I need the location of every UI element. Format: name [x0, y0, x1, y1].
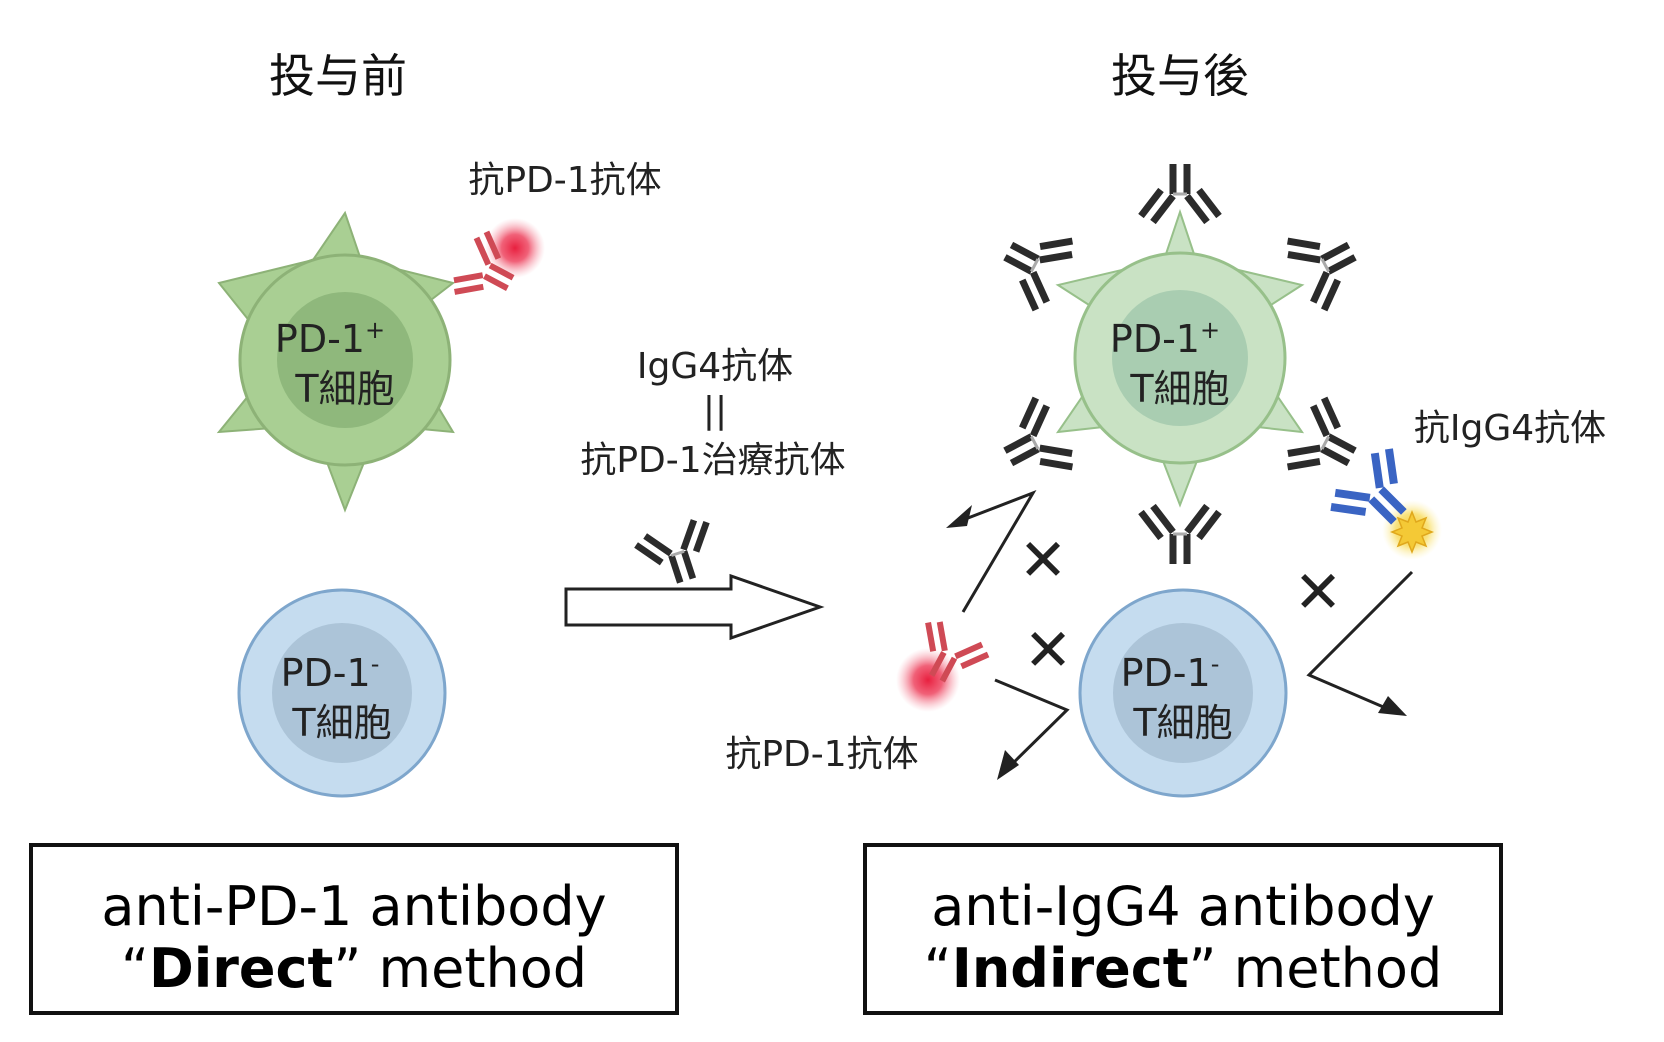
cell-label-line2: T細胞: [291, 701, 391, 745]
cell-label-line1: PD-1-: [1121, 650, 1220, 695]
method-box-line2: “Direct” method: [121, 937, 587, 1000]
arrowhead-icon: [997, 750, 1019, 780]
red-glow-icon: [896, 648, 960, 712]
cell-label-line1: PD-1+: [275, 316, 385, 361]
cell-label-line2: T細胞: [1129, 367, 1229, 411]
direct-method-box: anti-PD-1 antibody “Direct” method: [29, 843, 679, 1015]
cell-nucleus: [1112, 290, 1248, 426]
label-anti-pd1-bottom: 抗PD-1抗体: [725, 734, 918, 775]
heading-after: 投与後: [1111, 49, 1249, 103]
label-anti-igg4: 抗IgG4抗体: [1414, 408, 1606, 449]
label-equals: ||: [703, 390, 727, 431]
bound-therapeutic-antibody-bottom: [1141, 506, 1219, 564]
therapeutic-antibody-icon: [634, 517, 722, 592]
bound-therapeutic-antibody-upper-left: [990, 217, 1078, 313]
blocked-mark-icon: ✕: [1294, 558, 1343, 626]
arrowhead-icon: [946, 505, 972, 528]
red-glow-icon: [485, 218, 545, 278]
method-box-frame: [863, 843, 1503, 1015]
cell-label-line2: T細胞: [1132, 701, 1232, 745]
blocked-arrow-upper: [954, 490, 1037, 613]
cell-label-line2: T細胞: [294, 367, 394, 411]
cell-nucleus: [277, 292, 413, 428]
anti-igg4-antibody: [1326, 444, 1442, 560]
pd1-positive-cell-after: PD-1+ T細胞: [1055, 208, 1305, 508]
blocked-mark-icon: ✕: [1024, 616, 1073, 684]
bound-therapeutic-antibody-lower-left: [990, 395, 1078, 491]
pd1-negative-cell-before: PD-1- T細胞: [237, 588, 447, 798]
cell-nucleus: [272, 623, 412, 763]
blocked-arrow-right: [1306, 570, 1414, 714]
method-box-line1: anti-PD-1 antibody: [101, 875, 606, 938]
method-box-line1: anti-IgG4 antibody: [931, 875, 1435, 938]
administration-arrow-icon: [564, 573, 825, 641]
anti-pd1-antibody-before: [449, 218, 545, 313]
pd1-negative-cell-after: PD-1- T細胞: [1078, 588, 1288, 798]
blocked-arrow-lower: [994, 678, 1070, 772]
cell-label-line1: PD-1+: [1110, 316, 1220, 361]
bound-therapeutic-antibody-lower-right: [1282, 395, 1370, 491]
label-therapeutic-antibody: 抗PD-1治療抗体: [580, 440, 845, 481]
cell-nucleus: [1113, 623, 1253, 763]
method-box-frame: [29, 843, 679, 1015]
yellow-star-icon: [1389, 509, 1435, 555]
method-box-line2: “Indirect” method: [924, 937, 1442, 1000]
label-igg4: IgG4抗体: [637, 346, 793, 387]
pd1-positive-cell-before: PD-1+ T細胞: [216, 210, 456, 513]
anti-pd1-antibody-after: [896, 617, 991, 712]
label-anti-pd1-top: 抗PD-1抗体: [468, 160, 661, 201]
bound-therapeutic-antibody-upper-right: [1282, 217, 1370, 313]
arrowhead-icon: [1378, 696, 1407, 716]
heading-before: 投与前: [269, 49, 407, 103]
indirect-method-box: anti-IgG4 antibody “Indirect” method: [863, 843, 1503, 1015]
blocked-mark-icon: ✕: [1019, 526, 1068, 594]
cell-label-line1: PD-1-: [281, 650, 380, 695]
